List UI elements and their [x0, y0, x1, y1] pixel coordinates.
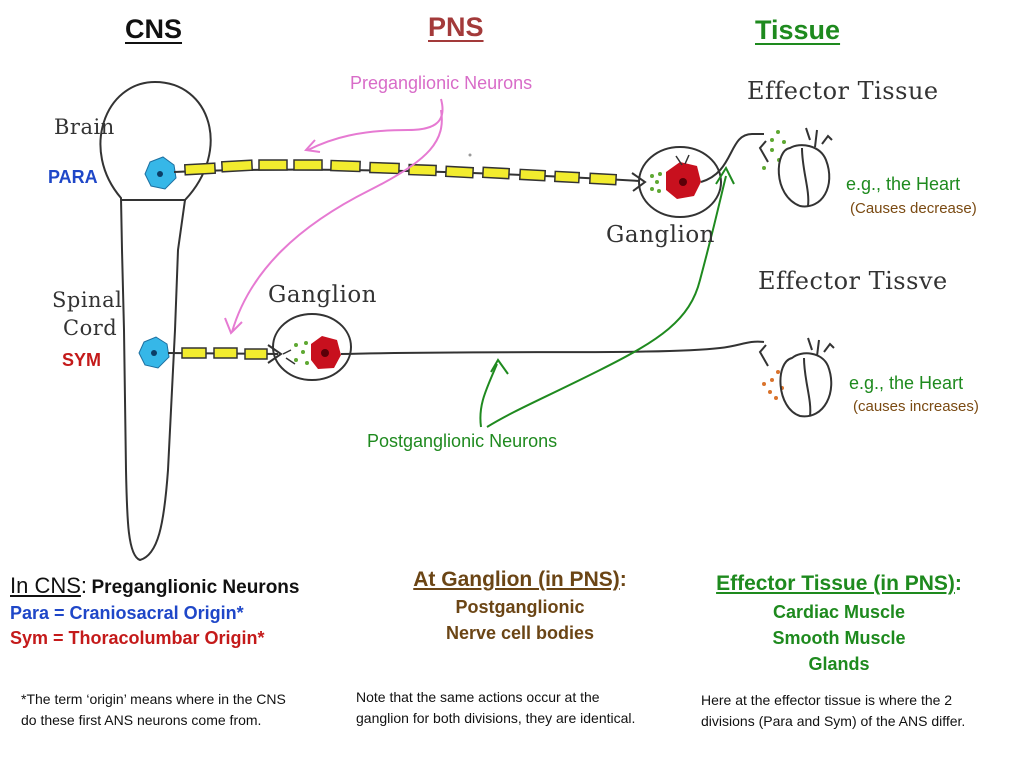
- cns-summary-subtitle: Preganglionic Neurons: [91, 577, 300, 598]
- origin-footnote: *The term ‘origin’ means where in the CN…: [21, 689, 341, 731]
- sym-label: SYM: [62, 350, 102, 370]
- brain-label: Brain: [54, 115, 115, 139]
- para-postganglionic-axon: [700, 133, 764, 183]
- effector-summary-colon: :: [954, 572, 962, 595]
- para-myelin-sheath: [183, 159, 618, 186]
- effector-item-smooth: Smooth Muscle: [772, 628, 906, 648]
- effector-note: Here at the effector tissue is where the…: [701, 690, 1016, 732]
- ganglion-note-line1: Note that the same actions occur at the: [356, 689, 600, 705]
- ganglion-line1: Postganglionic: [455, 597, 585, 617]
- heart-top-label: e.g., the Heart: [846, 174, 961, 194]
- preganglionic-label: Preganglionic Neurons: [350, 73, 533, 93]
- sym-origin: Sym = Thoracolumbar Origin*: [10, 628, 265, 648]
- postganglionic-pointer: [479, 165, 735, 428]
- effector-note-line1: Here at the effector tissue is where the…: [701, 692, 953, 708]
- effector-item-cardiac: Cardiac Muscle: [772, 602, 906, 622]
- para-origin: Para = Craniosacral Origin*: [10, 603, 244, 623]
- preganglionic-pointer: [224, 98, 444, 335]
- sym-ganglion: [272, 313, 352, 381]
- spinal-label: Spinal: [52, 288, 123, 312]
- effector-summary-title: Effector Tissue (in PNS): [716, 572, 955, 595]
- heart-bottom-note: (causes increases): [853, 398, 979, 415]
- effector-bottom-label: Effector Tissve: [758, 267, 948, 295]
- effector-summary: Effector Tissue (in PNS): Cardiac Muscle…: [684, 572, 994, 675]
- sym-postganglionic-axon: [340, 340, 765, 355]
- effector-note-line2: divisions (Para and Sym) of the ANS diff…: [701, 713, 966, 729]
- ganglion-summary-title: At Ganglion (in PNS): [413, 568, 620, 591]
- ganglion-summary: At Ganglion (in PNS): Postganglionic Ner…: [370, 568, 670, 644]
- cns-summary: In CNS: Preganglionic Neurons Para = Cra…: [10, 573, 350, 649]
- cord-label: Cord: [63, 316, 118, 340]
- origin-footnote-line2: do these first ANS neurons come from.: [21, 712, 262, 728]
- effector-top-label: Effector Tissue: [747, 77, 939, 105]
- ganglion-top-label: Ganglion: [606, 222, 715, 248]
- ganglion-line2: Nerve cell bodies: [445, 623, 595, 643]
- cns-header: CNS: [125, 14, 183, 44]
- postganglionic-label: Postganglionic Neurons: [367, 431, 558, 451]
- sym-myelin-sheath: [181, 347, 268, 360]
- heart-top-drawing: [777, 127, 833, 208]
- heart-top-note: (Causes decrease): [850, 200, 977, 217]
- heart-bottom-label: e.g., the Heart: [849, 373, 964, 393]
- ganglion-note-line2: ganglion for both divisions, they are id…: [356, 710, 636, 726]
- ganglion-bottom-label: Ganglion: [268, 282, 377, 308]
- ganglion-note: Note that the same actions occur at the …: [356, 687, 686, 729]
- para-label: PARA: [48, 167, 98, 187]
- para-ganglion: [638, 146, 722, 218]
- cns-summary-title: In CNS: [10, 573, 81, 598]
- effector-item-glands: Glands: [808, 654, 870, 674]
- origin-footnote-line1: *The term ‘origin’ means where in the CN…: [21, 691, 286, 707]
- tissue-header: Tissue: [755, 15, 841, 45]
- cns-summary-colon: :: [80, 573, 88, 598]
- heart-bottom-drawing: [779, 337, 835, 418]
- ganglion-summary-colon: :: [619, 568, 627, 591]
- pns-header: PNS: [428, 12, 484, 42]
